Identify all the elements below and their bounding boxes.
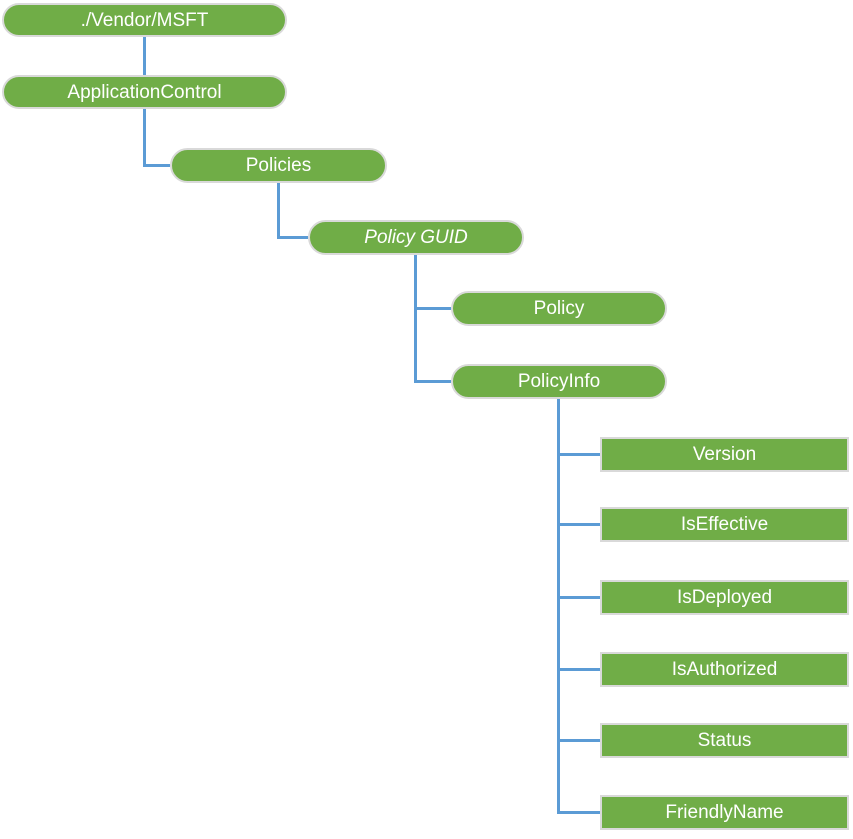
node-version: Version — [600, 437, 849, 472]
connector-policies-to-policyguid-horizontal — [277, 236, 308, 239]
node-is-authorized: IsAuthorized — [600, 652, 849, 687]
node-friendly-name: FriendlyName — [600, 795, 849, 830]
node-policy-info: PolicyInfo — [451, 364, 667, 399]
connector-policyguid-to-policyinfo — [414, 380, 451, 383]
connector-policyinfo-to-isdeployed — [557, 596, 600, 599]
node-application-control: ApplicationControl — [2, 75, 287, 109]
connector-policyinfo-to-isauthorized — [557, 668, 600, 671]
connector-policyguid-to-policy — [414, 307, 451, 310]
connector-policyguid-trunk — [414, 255, 417, 383]
connector-policyinfo-to-iseffective — [557, 523, 600, 526]
connector-policies-to-policyguid-vertical — [277, 183, 280, 239]
node-vendor-msft: ./Vendor/MSFT — [2, 3, 287, 37]
connector-policyinfo-to-friendlyname — [557, 811, 600, 814]
connector-policyinfo-to-status — [557, 739, 600, 742]
node-is-deployed: IsDeployed — [600, 580, 849, 615]
node-policies: Policies — [170, 148, 387, 183]
node-policy: Policy — [451, 291, 667, 326]
connector-applicationcontrol-to-policies-horizontal — [143, 164, 170, 167]
connector-policyinfo-to-version — [557, 453, 600, 456]
connector-applicationcontrol-to-policies-vertical — [143, 109, 146, 167]
connector-policyinfo-trunk — [557, 399, 560, 814]
node-policy-guid: Policy GUID — [308, 220, 524, 255]
node-is-effective: IsEffective — [600, 507, 849, 542]
node-status: Status — [600, 723, 849, 758]
connector-vendor-to-applicationcontrol — [143, 37, 146, 75]
